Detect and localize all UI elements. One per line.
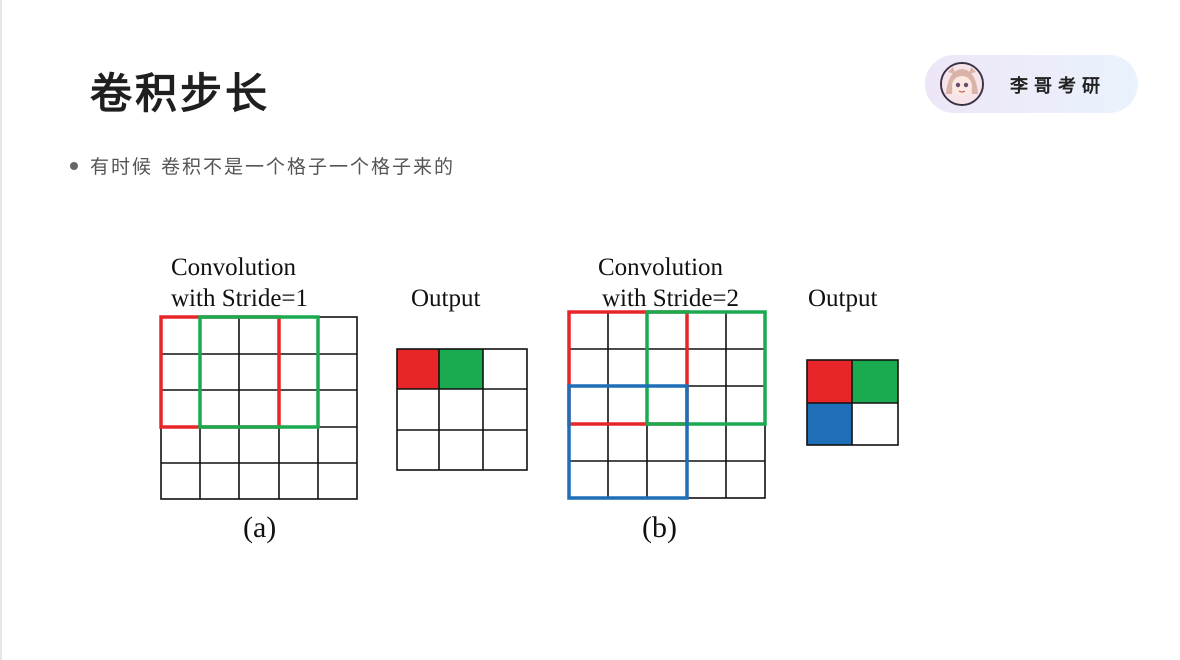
fig-b-kernel-red (567, 310, 689, 426)
fig-a-title-line1: Convolution (171, 254, 297, 281)
fig-b-title-line1: Convolution (598, 254, 724, 281)
fig-b-output-grid (806, 359, 899, 446)
fig-b-title-line2: with Stride=2 (602, 285, 739, 312)
fig-b-output-cell-green (852, 360, 898, 403)
fig-a-output-grid (396, 348, 528, 471)
fig-b-caption: (b) (642, 511, 677, 544)
fig-b-output-label: Output (808, 285, 878, 312)
page-title: 卷积步长 (90, 69, 271, 118)
fig-a-kernel-green (198, 315, 320, 429)
anime-girl-avatar-icon (940, 62, 984, 106)
fig-a-kernel-red (159, 315, 281, 429)
fig-b-kernel-blue (567, 384, 689, 500)
badge-label: 李哥考研 (1010, 76, 1106, 97)
fig-b-output-cell-blue (807, 403, 852, 445)
fig-a-output-cell-green (439, 349, 483, 389)
fig-a-caption: (a) (243, 511, 276, 544)
bullet-dot-icon (70, 161, 78, 170)
brand-badge: 李哥考研 (925, 55, 1138, 113)
fig-b-output-cell-red (807, 360, 852, 403)
fig-b-kernel-green (645, 310, 767, 426)
slide-left-border (0, 0, 2, 660)
fig-a-output-cell-red (397, 349, 439, 389)
fig-a-title-line2: with Stride=1 (171, 285, 308, 312)
fig-a-input-grid (160, 316, 358, 500)
fig-b-input-grid (568, 311, 766, 499)
bullet-text: 有时候 卷积不是一个格子一个格子来的 (90, 156, 456, 178)
bullet-item: 有时候 卷积不是一个格子一个格子来的 (70, 152, 455, 179)
fig-a-output-label: Output (411, 285, 481, 312)
